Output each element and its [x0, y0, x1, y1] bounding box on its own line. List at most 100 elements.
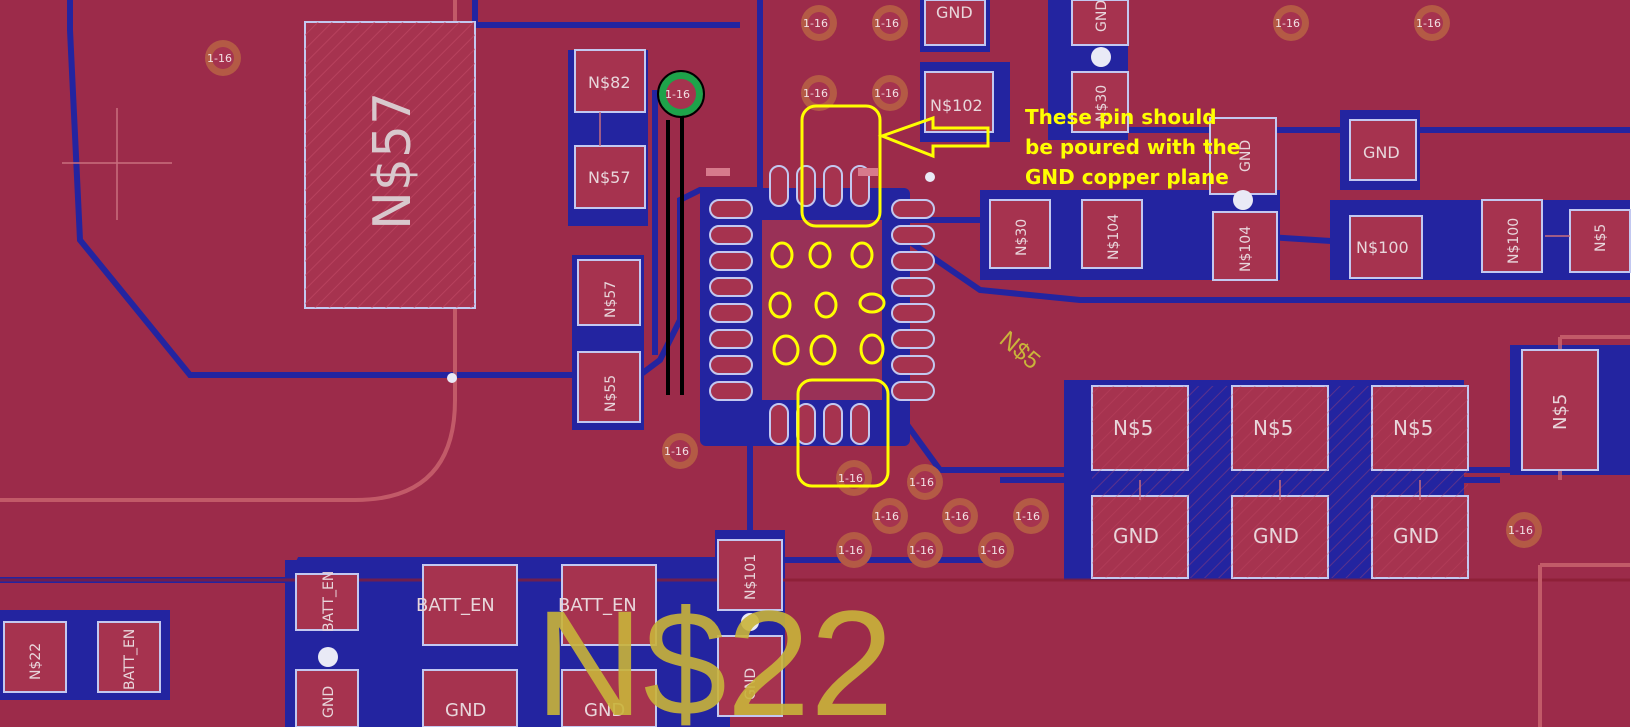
- via-label: 1-16: [1416, 17, 1441, 30]
- via-label: 1-16: [980, 544, 1005, 557]
- pad-gnd-bot-v2[interactable]: [717, 635, 783, 717]
- via-label: 1-16: [665, 88, 690, 101]
- window-edge: [1630, 0, 1646, 727]
- via[interactable]: [872, 498, 908, 534]
- highlight-ellipse: [858, 292, 886, 314]
- ic-pins-right[interactable]: [891, 199, 935, 401]
- ic-pins-bottom[interactable]: [769, 403, 870, 445]
- label-n100: N$100: [1356, 238, 1409, 257]
- annotation-line-2: be poured with the: [1025, 135, 1240, 159]
- selected-via[interactable]: [657, 70, 705, 118]
- via-label: 1-16: [874, 87, 899, 100]
- via-label: 1-16: [803, 17, 828, 30]
- via-label: 1-16: [909, 544, 934, 557]
- label-n100-v: N$100: [1506, 218, 1522, 264]
- pad-n104-b[interactable]: [1212, 211, 1278, 281]
- pad-n330[interactable]: [989, 199, 1051, 269]
- pad-n55-v[interactable]: [577, 351, 641, 423]
- pad-batt-en-b[interactable]: [561, 564, 657, 646]
- pad-gnd-top[interactable]: [924, 0, 986, 46]
- via-label: 1-16: [1015, 510, 1040, 523]
- label-n330-top: N$30: [1094, 85, 1110, 122]
- label-batt-en-v1: BATT_EN: [321, 571, 337, 632]
- pad-gnd-right[interactable]: [1349, 119, 1417, 181]
- pad-batt-en-v1[interactable]: [295, 573, 359, 631]
- via-label: 1-16: [803, 87, 828, 100]
- label-n5-b: N$5: [1253, 416, 1293, 440]
- via[interactable]: [801, 75, 837, 111]
- highlight-box-bottom: [796, 378, 890, 488]
- label-gnd-top: GND: [936, 3, 973, 22]
- highlight-ellipse: [809, 334, 837, 366]
- pad-n100-v[interactable]: [1481, 199, 1543, 273]
- label-n5-a: N$5: [1113, 416, 1153, 440]
- via[interactable]: [978, 532, 1014, 568]
- label-n5-v: N$5: [1550, 394, 1571, 430]
- via[interactable]: [872, 75, 908, 111]
- pad-gnd-bot-b[interactable]: [561, 669, 657, 727]
- pad-n104-a[interactable]: [1081, 199, 1143, 269]
- ic-pins-left[interactable]: [709, 199, 753, 401]
- label-n57: N$57: [588, 168, 631, 187]
- pad-gnd-top-v[interactable]: [1071, 0, 1129, 46]
- label-n102: N$102: [930, 96, 983, 115]
- via[interactable]: [1273, 5, 1309, 41]
- pad-n82[interactable]: [574, 49, 646, 113]
- via-label: 1-16: [874, 17, 899, 30]
- pad-n100[interactable]: [1349, 215, 1423, 279]
- annotation-line-3: GND copper plane: [1025, 165, 1229, 189]
- pad-gnd-bot-a[interactable]: [422, 669, 518, 727]
- via[interactable]: [205, 40, 241, 76]
- via[interactable]: [907, 464, 943, 500]
- highlight-ellipse: [850, 241, 874, 269]
- pad-n102[interactable]: [924, 71, 994, 133]
- label-batt-en-v2: BATT_EN: [122, 629, 138, 690]
- pad-n330-top[interactable]: [1071, 71, 1129, 133]
- pad-batt-en-a[interactable]: [422, 564, 518, 646]
- via[interactable]: [907, 532, 943, 568]
- label-n5-c: N$5: [1393, 416, 1433, 440]
- pad-n5-edge[interactable]: [1569, 209, 1631, 273]
- highlighted-trace[interactable]: [666, 92, 684, 395]
- via[interactable]: [836, 532, 872, 568]
- annotation-line-1: These pin should: [1025, 105, 1217, 129]
- qfn-ic[interactable]: [706, 165, 935, 445]
- via[interactable]: [1414, 5, 1450, 41]
- highlight-ellipse: [772, 334, 800, 366]
- pad-gnd-bot-v1[interactable]: [295, 669, 359, 727]
- via[interactable]: [872, 5, 908, 41]
- via-label: 1-16: [1275, 17, 1300, 30]
- label-n82: N$82: [588, 73, 631, 92]
- via[interactable]: [942, 498, 978, 534]
- via[interactable]: [662, 433, 698, 469]
- via-label: 1-16: [874, 510, 899, 523]
- pad-labels: N$57 N$82 N$57 N$57 N$55 GND N$102 GND N…: [28, 0, 1609, 721]
- via[interactable]: [1506, 512, 1542, 548]
- pad-n3101-v[interactable]: [717, 539, 783, 611]
- annotation-text: These pin should be poured with the GND …: [1025, 105, 1240, 189]
- label-n330: N$30: [1014, 219, 1030, 256]
- highlight-ellipse: [808, 241, 832, 269]
- via-drill-labels: 1-16 1-16 1-16 1-16 1-16 1-16 1-16 1-16 …: [207, 17, 1533, 557]
- label-n5-edge: N$5: [1593, 224, 1609, 252]
- via[interactable]: [801, 5, 837, 41]
- pad-n57[interactable]: [574, 145, 646, 209]
- pad-n57-v[interactable]: [577, 259, 641, 326]
- vias[interactable]: [205, 5, 1542, 568]
- label-gnd-b: GND: [1253, 524, 1299, 548]
- pad-batt-en-v2[interactable]: [97, 621, 161, 693]
- label-n3101-v: N$101: [743, 554, 759, 600]
- label-n57-large: N$57: [363, 92, 423, 230]
- label-batt-en-b: BATT_EN: [558, 595, 637, 616]
- pad-n322-v[interactable]: [3, 621, 67, 693]
- label-gnd-bot-v2: GND: [743, 668, 759, 700]
- via[interactable]: [1013, 498, 1049, 534]
- highlight-ellipse: [814, 291, 838, 319]
- pad-hatch-large: [305, 22, 475, 308]
- label-gnd-bot-b: GND: [584, 700, 625, 721]
- pad-n5-v[interactable]: [1521, 349, 1599, 471]
- label-gnd-right: GND: [1363, 143, 1400, 162]
- via-label: 1-16: [838, 472, 863, 485]
- highlight-ellipse: [770, 241, 794, 269]
